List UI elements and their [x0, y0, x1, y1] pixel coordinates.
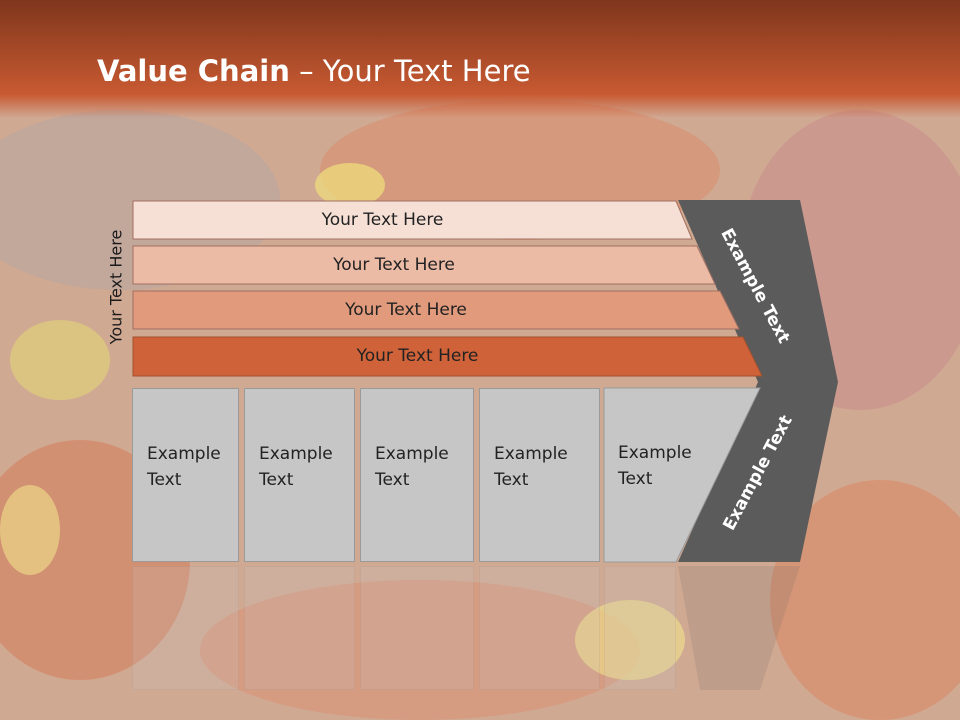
box-5-line1: Example	[618, 443, 692, 463]
box-shape-5	[603, 387, 761, 563]
bar-shape-2	[132, 245, 716, 285]
bar-3: Your Text Here	[133, 291, 739, 329]
box-5-line2: Text	[618, 469, 653, 489]
chevron-reflection	[678, 566, 800, 690]
box-3-line1: Example	[375, 444, 449, 464]
bar-1: Your Text Here	[133, 201, 692, 239]
box-1-line1: Example	[147, 444, 221, 464]
bar-2-label: Your Text Here	[333, 255, 455, 275]
title-bold: Value Chain	[97, 54, 290, 88]
slide-title: Value Chain – Your Text Here	[97, 54, 531, 88]
box-3-line2: Text	[375, 470, 410, 490]
box-2-line1: Example	[259, 444, 333, 464]
bar-4-label: Your Text Here	[356, 346, 479, 366]
title-rest: – Your Text Here	[289, 54, 531, 88]
box-1-line2: Text	[147, 470, 182, 490]
box-4-line1: Example	[494, 444, 568, 464]
bar-shape-3	[132, 290, 740, 330]
bar-1-label: Your Text Here	[321, 210, 444, 230]
box-4-line2: Text	[494, 470, 529, 490]
bar-shape-1	[132, 200, 693, 240]
bar-3-label: Your Text Here	[345, 300, 467, 320]
bar-shape-4	[132, 336, 763, 377]
bar-4: Your Text Here	[133, 337, 762, 375]
box-2-line2: Text	[259, 470, 294, 490]
bar-2: Your Text Here	[133, 246, 715, 284]
header-band	[0, 0, 960, 118]
